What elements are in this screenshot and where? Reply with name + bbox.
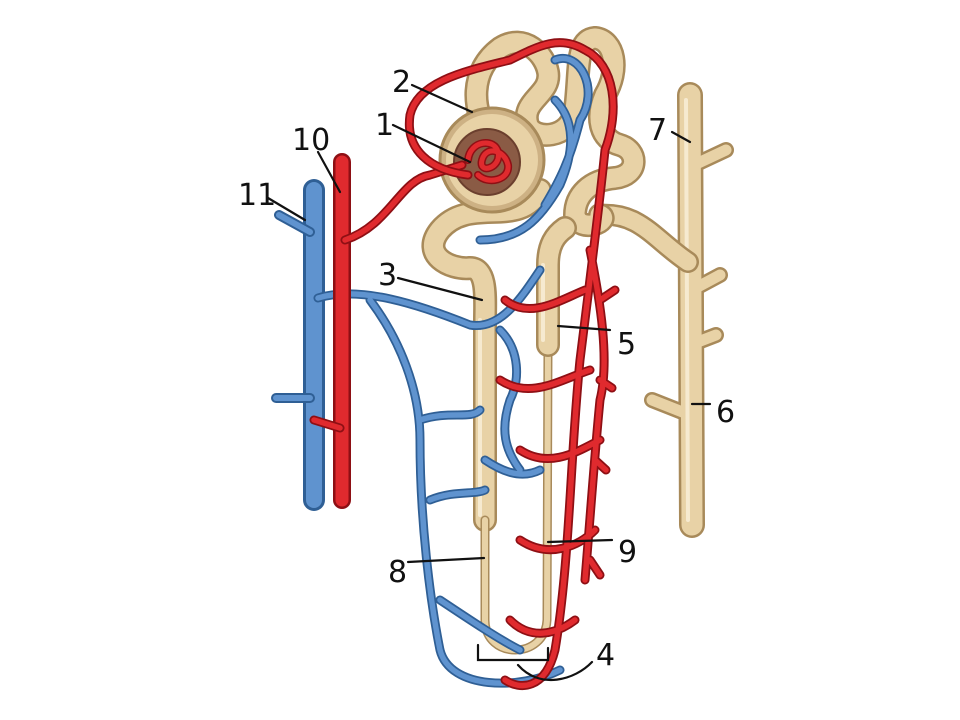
label-10: 10: [292, 123, 330, 158]
leader-11: [266, 196, 307, 222]
veins: [271, 53, 593, 688]
leader-7: [670, 130, 692, 144]
label-5: 5: [617, 327, 636, 362]
label-1: 1: [375, 108, 394, 143]
label-9: 9: [618, 535, 637, 570]
leader-10: [316, 150, 342, 194]
glomerulus: [464, 139, 512, 185]
label-7: 7: [648, 113, 667, 148]
label-4: 4: [596, 638, 615, 673]
label-2: 2: [392, 65, 411, 100]
label-11: 11: [238, 178, 276, 213]
leader-8: [406, 556, 486, 564]
label-6: 6: [716, 395, 735, 430]
number-labels: 1 2 3 4 5 6 7 8 9 10 11: [238, 65, 735, 673]
leader-9: [546, 538, 614, 544]
label-8: 8: [388, 555, 407, 590]
arteries: [309, 38, 620, 690]
label-3: 3: [378, 258, 397, 293]
leader-1: [391, 123, 472, 164]
leader-3: [396, 276, 484, 302]
bowmans-capsule: [438, 106, 546, 214]
leader-5: [556, 324, 612, 332]
leader-4: [476, 643, 594, 682]
leader-lines: [266, 83, 712, 682]
leader-2: [410, 83, 474, 114]
collecting-duct: [589, 82, 734, 538]
